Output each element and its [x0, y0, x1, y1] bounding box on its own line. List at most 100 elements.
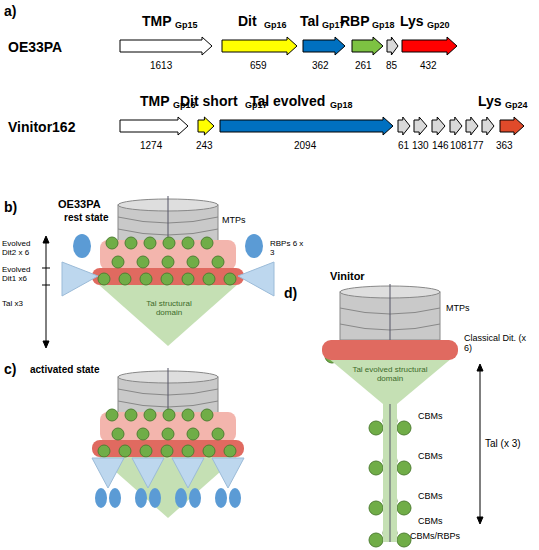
label: 177: [467, 140, 484, 151]
gene-arrow: [303, 37, 345, 55]
gene-arrow: [500, 117, 524, 135]
domain-dot: [161, 445, 173, 457]
label: 146: [432, 140, 449, 151]
label: CBMs/RBPs: [410, 532, 460, 542]
label: 363: [496, 140, 513, 151]
gene-arrow: [198, 117, 214, 135]
domain-dot: [98, 445, 110, 457]
gene-arrow: [402, 37, 457, 55]
domain-dot: [106, 409, 118, 421]
rbp-head: [95, 488, 107, 508]
label: Gp16: [264, 21, 287, 31]
domain-dot: [203, 273, 215, 285]
domain-dot: [212, 428, 224, 440]
label: Dit short: [180, 94, 238, 109]
domain-dot: [137, 428, 149, 440]
domain-dot: [369, 461, 383, 475]
label: Lys: [478, 94, 502, 109]
label: a): [4, 4, 16, 19]
domain-dot: [144, 237, 156, 249]
label: CBMs: [418, 517, 443, 527]
rbp-head: [109, 488, 121, 508]
domain-dot: [369, 421, 383, 435]
label: CBMs: [418, 412, 443, 422]
rbp-shape: [172, 458, 204, 488]
domain-dot: [224, 445, 236, 457]
label: Evolved Dit2 x 6: [2, 240, 44, 258]
domain-dot: [201, 409, 213, 421]
domain-dot: [224, 273, 236, 285]
domain-dot: [125, 409, 137, 421]
gene-arrow: [387, 37, 398, 55]
label: 2094: [294, 140, 316, 151]
domain-dot: [369, 501, 383, 515]
rbp-head: [189, 488, 201, 508]
label: Gp20: [427, 21, 450, 31]
label: 1274: [140, 140, 162, 151]
label: 659: [250, 60, 267, 71]
domain-dot: [106, 237, 118, 249]
label: 243: [196, 140, 213, 151]
label: Tal evolved structural domain: [350, 366, 430, 384]
label: Vinitor: [330, 270, 365, 282]
label: RBPs 6 x 3: [270, 240, 304, 258]
label: RBP: [340, 14, 370, 29]
domain-dot: [182, 445, 194, 457]
domain-dot: [182, 237, 194, 249]
gene-arrow: [414, 117, 427, 135]
label: Tal: [300, 14, 319, 29]
gene-arrow: [352, 37, 383, 55]
domain-dot: [201, 237, 213, 249]
domain-dot: [112, 428, 124, 440]
domain-dot: [182, 273, 194, 285]
gene-arrow: [120, 117, 188, 135]
label: Vinitor162: [8, 120, 75, 135]
label: 85: [386, 60, 397, 71]
rbp-head: [215, 488, 227, 508]
rbp-head: [229, 488, 241, 508]
domain-dot: [187, 256, 199, 268]
gene-arrow: [220, 117, 393, 135]
label: OE33PA: [8, 40, 62, 55]
domain-dot: [162, 256, 174, 268]
domain-dot: [98, 273, 110, 285]
label: Tal structural domain: [138, 300, 200, 318]
label: Evolved Dit1 x6: [2, 266, 44, 284]
domain-dot: [369, 533, 383, 547]
rbp-head: [149, 488, 161, 508]
rbp-shape: [132, 458, 164, 488]
domain-dot: [119, 273, 131, 285]
domain-dot: [187, 428, 199, 440]
domain-dot: [144, 409, 156, 421]
label: Gp18: [330, 101, 353, 111]
gene-arrow: [120, 37, 212, 55]
label: d): [284, 286, 297, 301]
gene-arrow: [450, 117, 462, 135]
gene-arrow: [398, 117, 410, 135]
label: Dit: [238, 14, 257, 29]
label: 61: [398, 140, 409, 151]
domain-dot: [140, 273, 152, 285]
label: Lys: [400, 14, 424, 29]
domain-dot: [140, 445, 152, 457]
domain-dot: [163, 237, 175, 249]
gene-arrow: [222, 37, 297, 55]
label: CBMs: [418, 452, 443, 462]
label: activated state: [30, 364, 99, 375]
label: Classical Dit. (x 6): [464, 334, 534, 354]
label: TMP: [142, 14, 172, 29]
domain-dot: [161, 273, 173, 285]
label: Gp18: [372, 21, 395, 31]
label: 130: [412, 140, 429, 151]
domain-dot: [182, 409, 194, 421]
label: Gp15: [175, 21, 198, 31]
domain-dot: [125, 237, 137, 249]
label: MTPs: [446, 304, 470, 314]
domain-dot: [397, 421, 411, 435]
domain-dot: [203, 445, 215, 457]
domain-dot: [212, 256, 224, 268]
label: 261: [355, 60, 372, 71]
label: rest state: [64, 212, 108, 223]
domain-dot: [397, 461, 411, 475]
